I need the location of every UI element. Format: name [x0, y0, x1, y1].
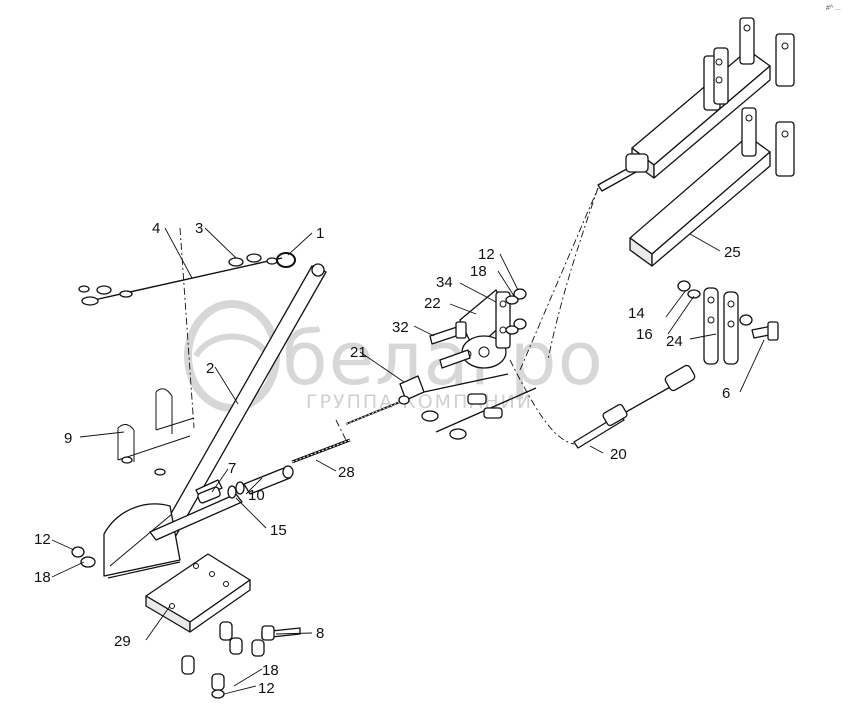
callout-12-bottom: 12	[258, 680, 275, 697]
part-4-rod	[78, 253, 283, 306]
callout-21: 21	[350, 344, 367, 361]
part-9-u-bolts	[117, 388, 195, 476]
callout-25: 25	[724, 244, 741, 261]
ratchet-sector	[103, 503, 181, 579]
callout-12-right: 12	[478, 246, 495, 263]
callout-2: 2	[206, 360, 214, 377]
middle-cable	[421, 373, 537, 440]
part-28-threaded-rod	[291, 401, 401, 464]
callout-12-left: 12	[34, 531, 51, 548]
callout-4: 4	[152, 220, 160, 237]
leader-lines	[51, 227, 765, 695]
upper-cable-end	[597, 153, 649, 192]
corner-mark: #^ ...	[826, 5, 841, 12]
upper-bracket-assembly	[631, 17, 795, 179]
part-6-bolt	[751, 321, 779, 341]
callout-16: 16	[636, 326, 653, 343]
part-21-clevis	[398, 375, 425, 405]
callout-14: 14	[628, 305, 645, 322]
callout-9: 9	[64, 430, 72, 447]
callout-3: 3	[195, 220, 203, 237]
part-24-link-plates	[703, 287, 739, 365]
callout-34: 34	[436, 274, 453, 291]
callout-labels: 1 2 3 4 6 7 8 9 10 12 12 12 14 15 16 18 …	[34, 220, 741, 697]
part-20-cable-end	[573, 364, 696, 449]
callout-32: 32	[392, 319, 409, 336]
callout-18-bottom: 18	[262, 662, 279, 679]
part-25-channel	[629, 107, 795, 267]
callout-20: 20	[610, 446, 627, 463]
left-nut-washer	[71, 546, 96, 568]
bottom-fasteners	[181, 621, 301, 699]
callout-22: 22	[424, 295, 441, 312]
part-14-16-nuts	[677, 280, 753, 326]
part-32-bolt	[429, 321, 471, 369]
callout-8: 8	[316, 625, 324, 642]
part-34-plate	[495, 291, 511, 349]
part-29-base-plate	[145, 553, 251, 633]
center-lines	[179, 187, 599, 445]
callout-15: 15	[270, 522, 287, 539]
callout-24: 24	[666, 333, 683, 350]
callout-29: 29	[114, 633, 131, 650]
callout-18-left: 18	[34, 569, 51, 586]
part-1-ring	[276, 252, 296, 268]
callout-7: 7	[228, 460, 236, 477]
part-15-washers	[227, 481, 245, 499]
callout-6: 6	[722, 385, 730, 402]
right-nuts-12-18	[505, 288, 527, 335]
part-7-pin	[197, 486, 221, 504]
part-10-sleeve	[243, 465, 294, 495]
callout-28: 28	[338, 464, 355, 481]
callout-10: 10	[248, 487, 265, 504]
callout-1: 1	[316, 225, 324, 242]
callout-18-right: 18	[470, 263, 487, 280]
